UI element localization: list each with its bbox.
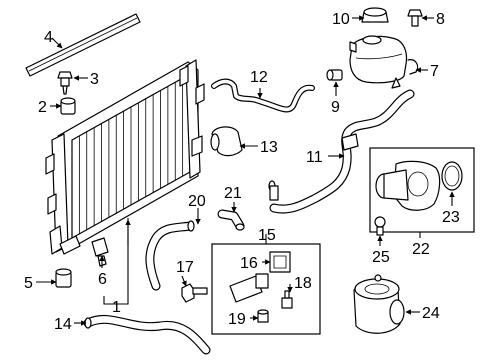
callout-21: 21 <box>224 185 242 202</box>
callout-12: 12 <box>250 69 268 86</box>
part-25-bolt[interactable] <box>374 216 386 236</box>
thermostat-housing[interactable] <box>375 160 441 211</box>
part-18-bolt[interactable] <box>281 290 293 309</box>
callout-3: 3 <box>90 71 99 88</box>
part-4-seal-strip[interactable] <box>25 13 141 77</box>
callout-9: 9 <box>331 99 340 116</box>
callout-17: 17 <box>176 259 194 276</box>
part-9-connector[interactable] <box>326 69 343 81</box>
callout-14: 14 <box>54 316 72 333</box>
part-7-reservoir[interactable] <box>349 35 419 89</box>
part-17-bolt[interactable] <box>181 283 208 303</box>
part-11-upper-hose[interactable] <box>268 89 415 214</box>
callout-19: 19 <box>228 311 246 328</box>
part-13-hose-elbow[interactable] <box>210 126 243 157</box>
callout-8: 8 <box>436 11 445 28</box>
part-19-plug[interactable] <box>257 309 269 323</box>
group-22-box <box>369 147 475 233</box>
callout-22: 22 <box>412 241 430 258</box>
part-1-radiator[interactable] <box>45 59 205 255</box>
part-12-bypass-tube[interactable] <box>211 78 315 113</box>
callout-5: 5 <box>24 275 33 292</box>
callout-20: 20 <box>188 193 206 210</box>
part-23-gasket[interactable] <box>441 161 463 191</box>
part-21-small-hose[interactable] <box>217 209 245 231</box>
part-10-cap[interactable] <box>361 7 389 23</box>
callout-6: 6 <box>98 271 107 288</box>
part-3-push-pin[interactable] <box>57 71 73 95</box>
radiator-fins <box>78 78 184 234</box>
coolant-connector[interactable] <box>229 273 269 303</box>
callout-16: 16 <box>240 255 258 272</box>
part-16-gasket[interactable] <box>269 251 291 273</box>
callout-labels: 4 3 2 5 6 1 14 20 21 17 12 13 9 10 8 7 1… <box>24 11 460 333</box>
leader-lines <box>36 15 455 326</box>
callout-1: 1 <box>112 299 121 316</box>
part-5-bushing[interactable] <box>55 268 72 288</box>
part-6-bracket[interactable] <box>91 237 109 267</box>
callout-24: 24 <box>422 305 440 322</box>
callout-4: 4 <box>44 29 53 46</box>
callout-7: 7 <box>430 63 439 80</box>
part-8-bolt[interactable] <box>407 9 423 27</box>
callout-13: 13 <box>260 139 278 156</box>
part-2-bushing[interactable] <box>60 97 76 115</box>
part-20-hose[interactable] <box>145 220 195 291</box>
callout-23: 23 <box>442 209 460 226</box>
callout-18: 18 <box>294 275 312 292</box>
callout-2: 2 <box>38 99 47 116</box>
callout-25: 25 <box>372 249 390 266</box>
part-24-water-outlet[interactable] <box>353 274 405 334</box>
part-14-lower-hose[interactable] <box>83 314 211 355</box>
callout-11: 11 <box>306 149 323 166</box>
callout-15: 15 <box>258 227 276 244</box>
callout-10: 10 <box>332 11 350 28</box>
